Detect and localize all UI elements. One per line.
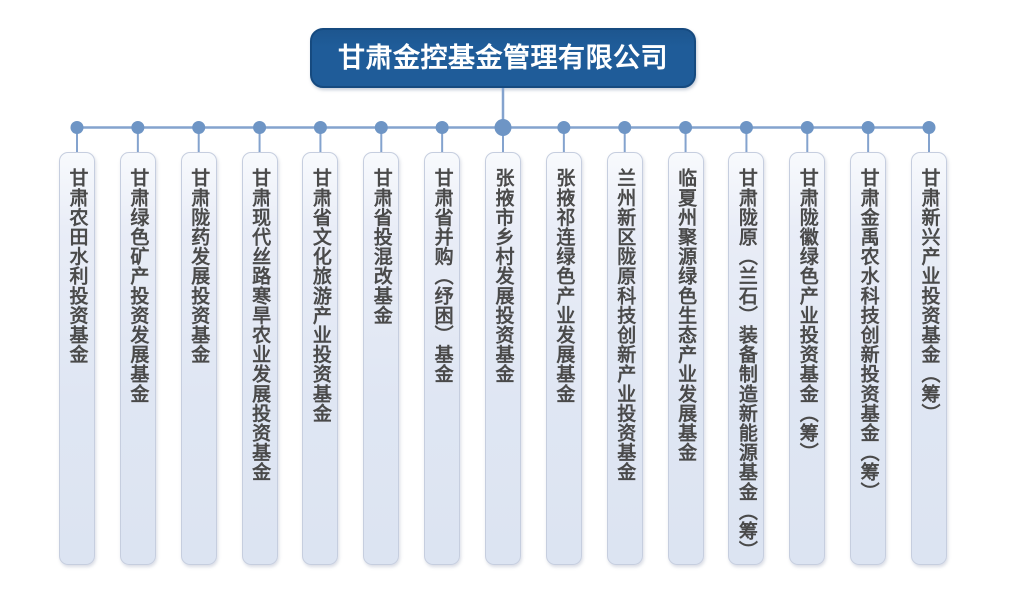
connector-dot xyxy=(435,121,449,134)
fund-name: 甘肃省并购（纾困）基金 xyxy=(431,168,453,384)
fund-name: 甘肃新兴产业投资基金（筹） xyxy=(918,168,940,423)
fund-node[interactable]: 张掖祁连绿色产业发展基金 xyxy=(545,152,582,565)
connector-dot xyxy=(679,121,693,134)
fund-name: 甘肃现代丝路寒旱农业发展投资基金 xyxy=(249,168,271,482)
fund-node[interactable]: 甘肃陇原（兰石）装备制造新能源基金（筹） xyxy=(728,152,765,565)
connector-dot xyxy=(313,121,327,134)
fund-name: 甘肃陇徽绿色产业投资基金（筹） xyxy=(796,168,818,462)
fund-name: 甘肃陇药发展投资基金 xyxy=(188,168,210,364)
fund-node[interactable]: 甘肃省并购（纾困）基金 xyxy=(424,152,461,565)
connector-dot xyxy=(800,121,814,134)
connector-dot xyxy=(557,121,571,134)
connector-dot xyxy=(253,121,267,134)
connector-dot xyxy=(922,121,936,134)
fund-node[interactable]: 甘肃省投混改基金 xyxy=(363,152,400,565)
connector-dot xyxy=(861,121,875,134)
fund-name: 甘肃农田水利投资基金 xyxy=(66,168,88,364)
fund-node[interactable]: 甘肃绿色矿产投资发展基金 xyxy=(119,152,156,565)
fund-node[interactable]: 甘肃农田水利投资基金 xyxy=(59,152,95,565)
fund-node[interactable]: 甘肃省文化旅游产业投资基金 xyxy=(302,152,339,565)
fund-name: 兰州新区陇原科技创新产业投资基金 xyxy=(614,168,636,482)
connector-dot xyxy=(70,121,84,134)
connector-dot xyxy=(618,121,632,134)
fund-name: 甘肃金禹农水科技创新投资基金（筹） xyxy=(857,168,879,502)
connector-dot xyxy=(131,121,145,134)
fund-node[interactable]: 甘肃金禹农水科技创新投资基金（筹） xyxy=(850,152,887,565)
fund-name: 甘肃绿色矿产投资发展基金 xyxy=(127,168,149,404)
fund-node[interactable]: 临夏州聚源绿色生态产业发展基金 xyxy=(667,152,704,565)
fund-name: 张掖市乡村发展投资基金 xyxy=(492,168,514,384)
fund-node[interactable]: 甘肃陇徽绿色产业投资基金（筹） xyxy=(789,152,826,565)
fund-node[interactable]: 甘肃现代丝路寒旱农业发展投资基金 xyxy=(241,152,278,565)
fund-name: 临夏州聚源绿色生态产业发展基金 xyxy=(675,168,697,462)
fund-node[interactable]: 甘肃新兴产业投资基金（筹） xyxy=(911,152,947,565)
fund-name: 甘肃省文化旅游产业投资基金 xyxy=(309,168,331,423)
fund-name: 甘肃省投混改基金 xyxy=(370,168,392,325)
connector-dot xyxy=(739,121,753,134)
fund-node[interactable]: 兰州新区陇原科技创新产业投资基金 xyxy=(606,152,643,565)
fund-node[interactable]: 张掖市乡村发展投资基金 xyxy=(485,152,521,565)
fund-name: 张掖祁连绿色产业发展基金 xyxy=(553,168,575,404)
connector-dot xyxy=(494,119,512,136)
fund-node[interactable]: 甘肃陇药发展投资基金 xyxy=(180,152,217,565)
root-node-title: 甘肃金控基金管理有限公司 xyxy=(338,42,668,73)
connector-dot xyxy=(192,121,206,134)
root-node[interactable]: 甘肃金控基金管理有限公司 xyxy=(310,28,696,88)
fund-name: 甘肃陇原（兰石）装备制造新能源基金（筹） xyxy=(735,168,757,560)
connector-dot xyxy=(374,121,388,134)
